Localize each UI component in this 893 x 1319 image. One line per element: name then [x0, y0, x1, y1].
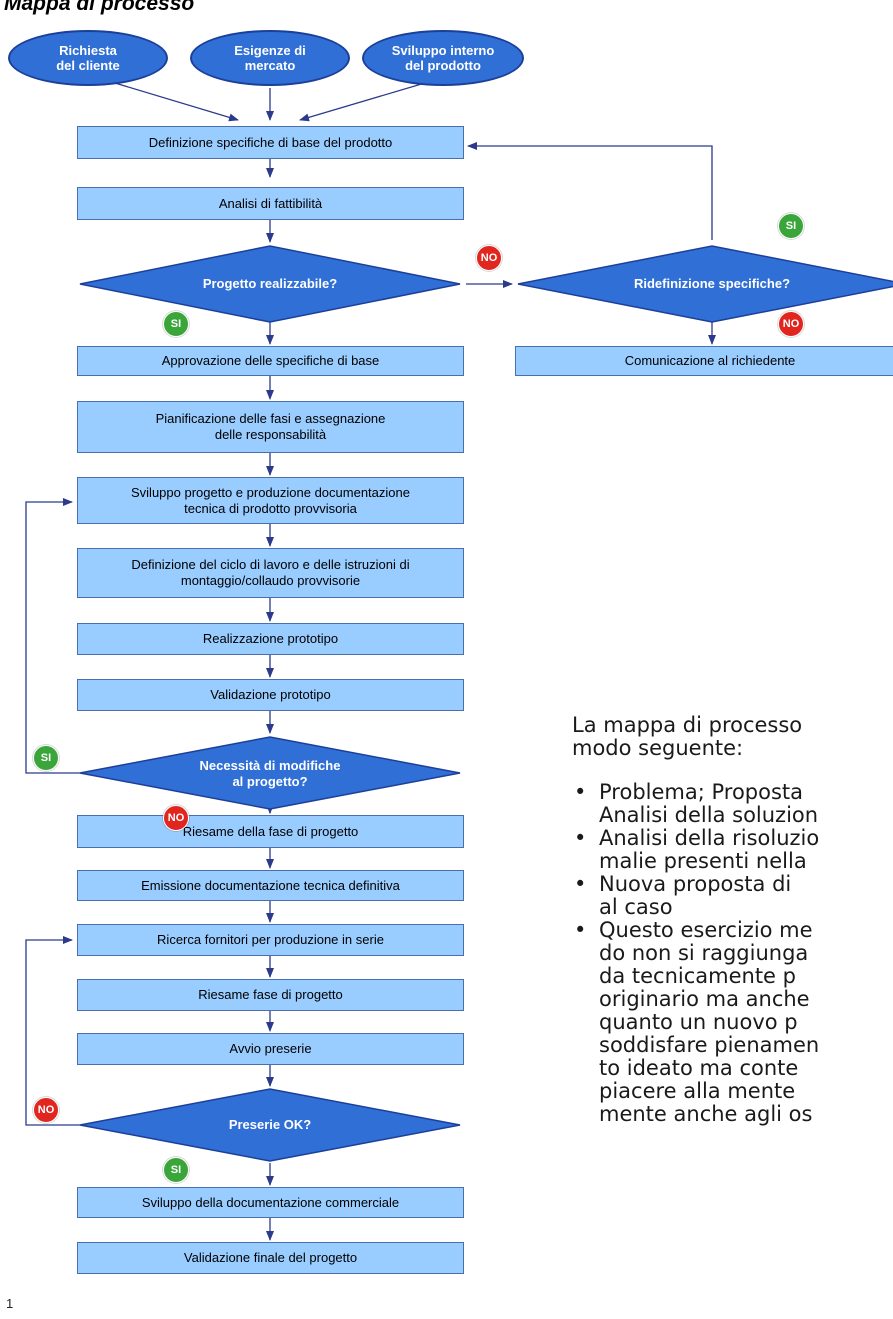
- bullet-item: Analisi della risoluzio malie presenti n…: [572, 827, 893, 873]
- badge-no-ridefinizione: NO: [778, 311, 804, 337]
- step-label: Ricerca fornitori per produzione in seri…: [157, 932, 384, 947]
- bullet-line: to ideato ma conte: [599, 1056, 799, 1080]
- decision-label-preserie: Preserie OK?: [228, 1117, 312, 1132]
- badge-si-preserie: SI: [163, 1157, 189, 1183]
- step-validazione-finale: Validazione finale del progetto: [77, 1242, 464, 1274]
- step-validazione-prototipo: Validazione prototipo: [77, 679, 464, 711]
- step-approvazione-specifiche: Approvazione delle specifiche di base: [77, 346, 464, 376]
- badge-si-ridefinizione: SI: [778, 213, 804, 239]
- step-pianificazione-fasi: Pianificazione delle fasi e assegnazione…: [77, 401, 464, 453]
- bullet-line: Analisi della soluzion: [599, 803, 819, 827]
- step-emissione-documentazione: Emissione documentazione tecnica definit…: [77, 870, 464, 901]
- step-label: Riesame fase di progetto: [198, 987, 343, 1002]
- step-label: Riesame della fase di progetto: [182, 823, 359, 839]
- step-realizzazione-prototipo: Realizzazione prototipo: [77, 623, 464, 655]
- decision-label-progetto-realizzabile: Progetto realizzabile?: [202, 276, 338, 291]
- page-title: Mappa di processo: [4, 0, 195, 15]
- badge-no-realizzabile: NO: [476, 245, 502, 271]
- bullet-item: Questo esercizio me do non si raggiunga …: [572, 919, 893, 1126]
- decision-diamond-modifiche: [79, 736, 461, 810]
- intro-line: La mappa di processo: [572, 713, 803, 737]
- step-label: Definizione del ciclo di lavoro e delle …: [131, 557, 410, 588]
- step-label: Approvazione delle specifiche di base: [161, 353, 380, 368]
- source-sviluppo-interno: Sviluppo interno del prodotto: [362, 30, 524, 86]
- description-list: Problema; Proposta Analisi della soluzio…: [572, 781, 893, 1126]
- bullet-line: piacere alla mente: [599, 1079, 796, 1103]
- step-definizione-specifiche: Definizione specifiche di base del prodo…: [77, 126, 464, 159]
- bullet-item: Nuova proposta di al caso: [572, 873, 893, 919]
- bullet-line: soddisfare pienamen: [599, 1033, 820, 1057]
- source-label: Sviluppo interno del prodotto: [391, 43, 495, 73]
- badge-si-modifiche: SI: [33, 745, 59, 771]
- description-text: La mappa di processo modo seguente: Prob…: [572, 714, 893, 1126]
- bullet-line: mente anche agli os: [599, 1102, 813, 1126]
- step-label: Emissione documentazione tecnica definit…: [141, 877, 400, 893]
- source-richiesta-cliente: Richiesta del cliente: [8, 30, 168, 86]
- badge-si-realizzabile: SI: [163, 311, 189, 337]
- bullet-line: do non si raggiunga: [599, 941, 809, 965]
- step-documentazione-commerciale: Sviluppo della documentazione commercial…: [77, 1187, 464, 1218]
- source-esigenze-mercato: Esigenze di mercato: [190, 30, 350, 86]
- badge-no-preserie: NO: [33, 1097, 59, 1123]
- bullet-line: al caso: [599, 895, 673, 919]
- badge-no-modifiche: NO: [163, 805, 189, 831]
- source-label: Esigenze di mercato: [234, 43, 306, 73]
- step-label: Sviluppo della documentazione commercial…: [141, 1194, 400, 1210]
- bullet-line: malie presenti nella: [599, 849, 807, 873]
- step-sviluppo-progetto: Sviluppo progetto e produzione documenta…: [77, 477, 464, 524]
- decision-label-ridefinizione: Ridefinizione specifiche?: [633, 276, 791, 291]
- source-label: Richiesta del cliente: [56, 43, 120, 73]
- step-label: Avvio preserie: [229, 1041, 312, 1056]
- step-comunicazione-richiedente: Comunicazione al richiedente: [515, 346, 893, 376]
- description-intro: La mappa di processo modo seguente:: [572, 714, 893, 760]
- step-label: Analisi di fattibilità: [218, 195, 323, 211]
- decision-label-modifiche: Necessità di modifiche al progetto?: [199, 758, 341, 789]
- bullet-line: Questo esercizio me: [599, 918, 813, 942]
- step-label: Definizione specifiche di base del prodo…: [148, 134, 393, 150]
- step-label: Realizzazione prototipo: [202, 631, 339, 646]
- step-definizione-ciclo: Definizione del ciclo di lavoro e delle …: [77, 548, 464, 598]
- decision-diamond-ridefinizione: [517, 245, 893, 323]
- step-ricerca-fornitori: Ricerca fornitori per produzione in seri…: [77, 924, 464, 956]
- step-label: Validazione finale del progetto: [183, 1250, 358, 1265]
- step-riesame-fase-progetto: Riesame della fase di progetto: [77, 815, 464, 848]
- step-label: Comunicazione al richiedente: [624, 353, 796, 368]
- bullet-line: Problema; Proposta: [599, 780, 804, 804]
- step-label: Validazione prototipo: [210, 687, 331, 702]
- step-avvio-preserie: Avvio preserie: [77, 1033, 464, 1065]
- bullet-line: Analisi della risoluzio: [599, 826, 820, 850]
- bullet-line: originario ma anche: [599, 987, 810, 1011]
- bullet-line: da tecnicamente p: [599, 964, 796, 988]
- bullet-line: Nuova proposta di: [599, 872, 792, 896]
- decision-diamond-progetto-realizzabile: [79, 245, 461, 323]
- page-number: 1: [6, 1296, 14, 1311]
- step-analisi-fattibilita: Analisi di fattibilità: [77, 187, 464, 220]
- step-label: Sviluppo progetto e produzione documenta…: [131, 484, 410, 516]
- intro-line: modo seguente:: [572, 736, 744, 760]
- bullet-item: Problema; Proposta Analisi della soluzio…: [572, 781, 893, 827]
- step-label: Pianificazione delle fasi e assegnazione…: [155, 411, 386, 442]
- bullet-line: quanto un nuovo p: [599, 1010, 798, 1034]
- step-riesame-fase: Riesame fase di progetto: [77, 979, 464, 1011]
- decision-diamond-preserie: [79, 1088, 461, 1162]
